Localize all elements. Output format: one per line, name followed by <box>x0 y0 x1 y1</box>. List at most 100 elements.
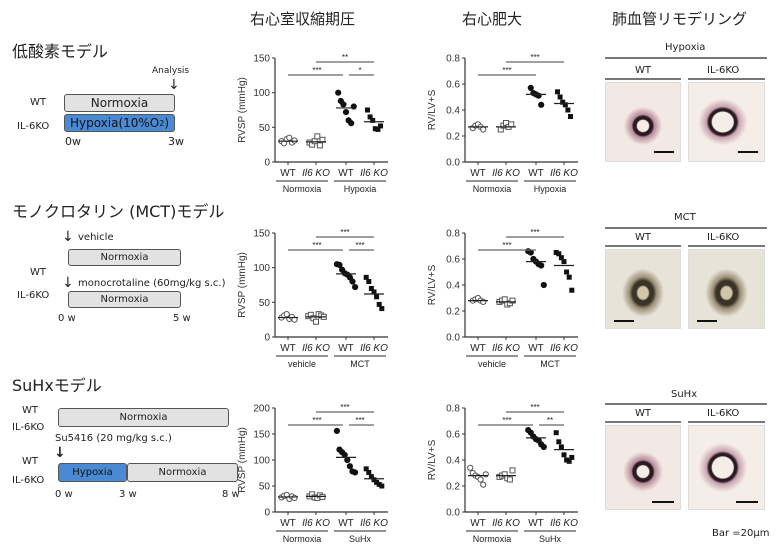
histology-ko-label: IL-6KO <box>707 408 740 419</box>
histology-ko-label: IL-6KO <box>707 65 740 76</box>
divider <box>688 421 765 423</box>
suhx-ko-histology-image <box>688 425 765 510</box>
suhx-wt-histology-image <box>605 425 681 510</box>
x-tick-label: WT <box>280 518 296 529</box>
group-label: Normoxia <box>283 534 322 544</box>
time-8w: 8 w <box>222 489 240 500</box>
data-point <box>291 494 298 502</box>
y-tick-label: 100 <box>253 88 270 99</box>
significance-label: *** <box>340 228 349 237</box>
hypoxia-model-title: 低酸素モデル <box>12 42 109 61</box>
group-label: Hypoxia <box>534 184 567 194</box>
y-tick-label: 0.0 <box>446 508 460 519</box>
o2-subscript: 2 <box>159 118 165 128</box>
title-vascular-remodeling: 肺血管リモデリング <box>612 10 748 28</box>
y-tick-label: 150 <box>253 54 270 65</box>
time-5w: 5 w <box>173 313 191 324</box>
data-point <box>553 430 559 436</box>
x-tick-label: Il6 KO <box>492 168 520 179</box>
data-point <box>477 476 484 483</box>
significance-label: *** <box>312 241 321 250</box>
data-point <box>553 250 559 255</box>
y-tick-label: 0 <box>264 158 270 169</box>
data-point <box>555 89 560 95</box>
mct-arrow-icon: ↓ <box>62 275 74 291</box>
data-point <box>566 274 572 280</box>
monocrotaline-label: monocrotaline (60mg/kg s.c.) <box>78 278 226 289</box>
y-tick-label: 100 <box>253 263 270 274</box>
wt-label: WT <box>30 267 46 278</box>
y-axis-label: RVSP (mmHg) <box>237 252 248 318</box>
data-point <box>367 114 373 120</box>
time-0w: 0w <box>65 135 81 148</box>
hypoxia-ko-histology-image <box>688 82 765 162</box>
title-rvsp: 右心室収縮期圧 <box>250 10 356 28</box>
x-tick-label: WT <box>470 518 486 529</box>
y-tick-label: 0.6 <box>446 255 460 266</box>
scale-bar-note: Bar =20μm <box>712 528 770 539</box>
data-point <box>341 451 348 458</box>
y-tick-label: 50 <box>259 482 271 493</box>
group-label: vehicle <box>478 359 506 369</box>
hypoxia-bar-label: Hypoxia(10%O <box>69 116 160 130</box>
y-tick-label: 0 <box>264 333 270 344</box>
data-point <box>569 287 575 293</box>
data-point <box>379 483 385 489</box>
x-tick-label: Il6 KO <box>360 343 388 354</box>
data-point <box>480 126 487 133</box>
y-tick-label: 0.2 <box>446 307 460 318</box>
data-point <box>569 454 575 460</box>
group-label: Hypoxia <box>344 184 377 194</box>
y-tick-label: 0.6 <box>446 430 460 441</box>
group-label: vehicle <box>288 359 316 369</box>
data-point <box>371 477 377 483</box>
x-tick-label: Il6 KO <box>492 518 520 529</box>
y-tick-label: 0.6 <box>446 80 460 91</box>
y-tick-label: 0.8 <box>446 229 460 240</box>
y-tick-label: 150 <box>253 229 270 240</box>
vehicle-arrow-icon: ↓ <box>62 229 74 245</box>
data-point <box>365 107 370 113</box>
data-point <box>558 255 564 261</box>
data-point <box>374 479 380 485</box>
normoxia-bar: Normoxia <box>64 94 175 112</box>
data-point <box>506 476 513 483</box>
x-tick-label: WT <box>280 343 296 354</box>
y-tick-label: 0.4 <box>446 106 460 117</box>
scale-bar <box>738 151 758 153</box>
histology-ko-label: IL-6KO <box>707 232 740 243</box>
data-point <box>566 458 572 464</box>
x-tick-label: Il6 KO <box>360 518 388 529</box>
data-point <box>376 481 382 487</box>
divider <box>605 227 767 229</box>
data-point <box>564 457 570 463</box>
analysis-arrow-icon: ↓ <box>168 77 180 93</box>
divider <box>605 421 681 423</box>
x-tick-label: Il6 KO <box>302 168 330 179</box>
data-point <box>336 261 343 268</box>
data-point <box>508 121 515 128</box>
mct-model-title: モノクロタリン (MCT)モデル <box>12 202 225 221</box>
significance-label: *** <box>530 228 539 237</box>
x-tick-label: WT <box>338 343 354 354</box>
analysis-label: Analysis <box>152 66 190 76</box>
vehicle-label: vehicle <box>78 232 114 243</box>
x-tick-label: Il6 KO <box>302 343 330 354</box>
x-tick-label: WT <box>280 168 296 179</box>
data-point <box>368 474 374 480</box>
data-point <box>527 249 534 256</box>
data-point <box>374 294 380 300</box>
data-point <box>538 101 545 108</box>
data-point <box>363 466 369 472</box>
significance-label: *** <box>530 403 539 412</box>
data-point <box>379 306 385 312</box>
data-point <box>372 126 378 132</box>
y-tick-label: 0.0 <box>446 333 460 344</box>
data-point <box>509 297 516 304</box>
group-label: Normoxia <box>473 534 512 544</box>
y-axis-label: RV/LV+S <box>427 89 438 130</box>
group-label: MCT <box>350 359 370 369</box>
histology-wt-label: WT <box>635 232 651 243</box>
